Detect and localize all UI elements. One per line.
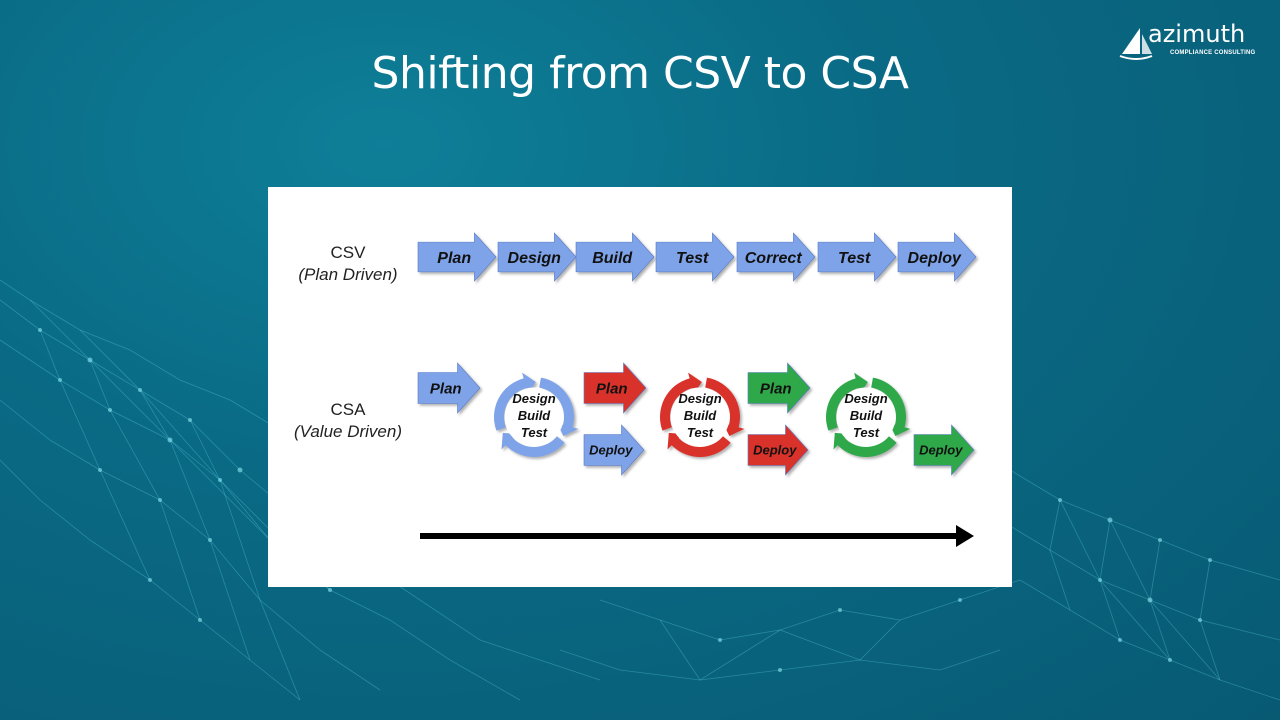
cycle-arrow-segment: [705, 377, 745, 437]
arrow-label: Deploy: [919, 443, 963, 458]
timeline-arrow: [420, 525, 974, 547]
logo-wordmark: azimuth: [1148, 20, 1246, 48]
arrow-label: Deploy: [908, 250, 962, 267]
cycle-label: Test: [853, 425, 880, 440]
csa-row-label: CSA (Value Driven): [278, 399, 418, 443]
csv-step-5: Correct: [736, 232, 816, 282]
csv-step-1: Plan: [417, 232, 497, 282]
arrow-label: Deploy: [589, 443, 633, 458]
cycle-arrow-segment: [494, 372, 536, 431]
csv-step-3: Build: [575, 232, 655, 282]
cycle-label: Build: [850, 408, 884, 423]
slide-title: Shifting from CSV to CSA: [371, 48, 909, 99]
arrow-label: Build: [592, 250, 633, 267]
arrow-shape: [497, 232, 577, 282]
cycle-label: Test: [687, 425, 714, 440]
csv-step-7: Deploy: [897, 232, 977, 282]
csa-deploy-arrow-3: Deploy: [913, 424, 975, 476]
csa-iterations: PlanDesignBuildTestDeployPlanDesignBuild…: [417, 362, 975, 476]
arrow-shape: [817, 232, 897, 282]
csa-plan-arrow-2: Plan: [583, 362, 647, 414]
arrow-label: Deploy: [753, 443, 797, 458]
cycle-label: Build: [518, 408, 552, 423]
cycle-arrow-segment: [501, 432, 565, 457]
logo-tagline: COMPLIANCE CONSULTING: [1170, 50, 1256, 56]
company-logo: azimuth COMPLIANCE CONSULTING: [1118, 20, 1258, 64]
csv-row-label: CSV (Plan Driven): [278, 242, 418, 286]
arrow-shape: [747, 362, 811, 414]
cycle-arrow-segment: [833, 432, 897, 458]
arrow-label: Test: [838, 250, 871, 267]
sailboat-icon: [1119, 28, 1153, 60]
cycle-center: [836, 387, 896, 447]
csv-step-4: Test: [655, 232, 735, 282]
cycle-label: Design: [678, 391, 721, 406]
arrow-label: Plan: [760, 380, 792, 397]
arrow-shape: [736, 232, 816, 282]
csv-step-2: Design: [497, 232, 577, 282]
arrow-shape: [583, 362, 647, 414]
cycle-label: Test: [521, 425, 548, 440]
cycle-arrow-segment: [660, 372, 702, 431]
arrow-label: Correct: [745, 250, 803, 267]
cycle-label: Design: [844, 391, 887, 406]
csv-steps: Plan Design Build Test Correct Test Deploy: [417, 232, 977, 282]
arrow-label: Plan: [430, 380, 462, 397]
csa-plan-arrow-3: Plan: [747, 362, 811, 414]
csa-sublabel: (Value Driven): [293, 422, 403, 441]
cycle-arrow-segment: [871, 377, 911, 437]
csv-label: CSV: [330, 243, 366, 262]
arrow-label: Design: [508, 250, 562, 267]
arrow-shape: [583, 424, 645, 476]
cycle-label: Design: [512, 391, 555, 406]
arrow-shape: [897, 232, 977, 282]
csa-label: CSA: [330, 400, 366, 419]
arrow-label: Test: [676, 250, 709, 267]
csa-deploy-arrow-2: Deploy: [747, 424, 809, 476]
cycle-arrow-segment: [826, 372, 868, 431]
methodology-diagram-panel: CSV (Plan Driven) CSA (Value Driven) Pla…: [268, 187, 1012, 587]
arrow-shape: [417, 362, 481, 414]
cycle-arrow-segment: [539, 377, 579, 437]
csv-sublabel: (Plan Driven): [298, 265, 398, 284]
csv-step-6: Test: [817, 232, 897, 282]
cycle-center: [504, 387, 564, 447]
arrow-label: Plan: [596, 380, 628, 397]
cycle-arrow-segment: [667, 432, 731, 457]
arrow-shape: [417, 232, 497, 282]
arrow-shape: [655, 232, 735, 282]
arrow-label: Plan: [437, 250, 471, 267]
arrow-shape: [747, 424, 809, 476]
cycle-center: [670, 387, 730, 447]
arrow-shape: [913, 424, 975, 476]
csa-deploy-arrow-1: Deploy: [583, 424, 645, 476]
arrow-shape: [575, 232, 655, 282]
csa-plan-arrow-1: Plan: [417, 362, 481, 414]
cycle-label: Build: [684, 408, 718, 423]
